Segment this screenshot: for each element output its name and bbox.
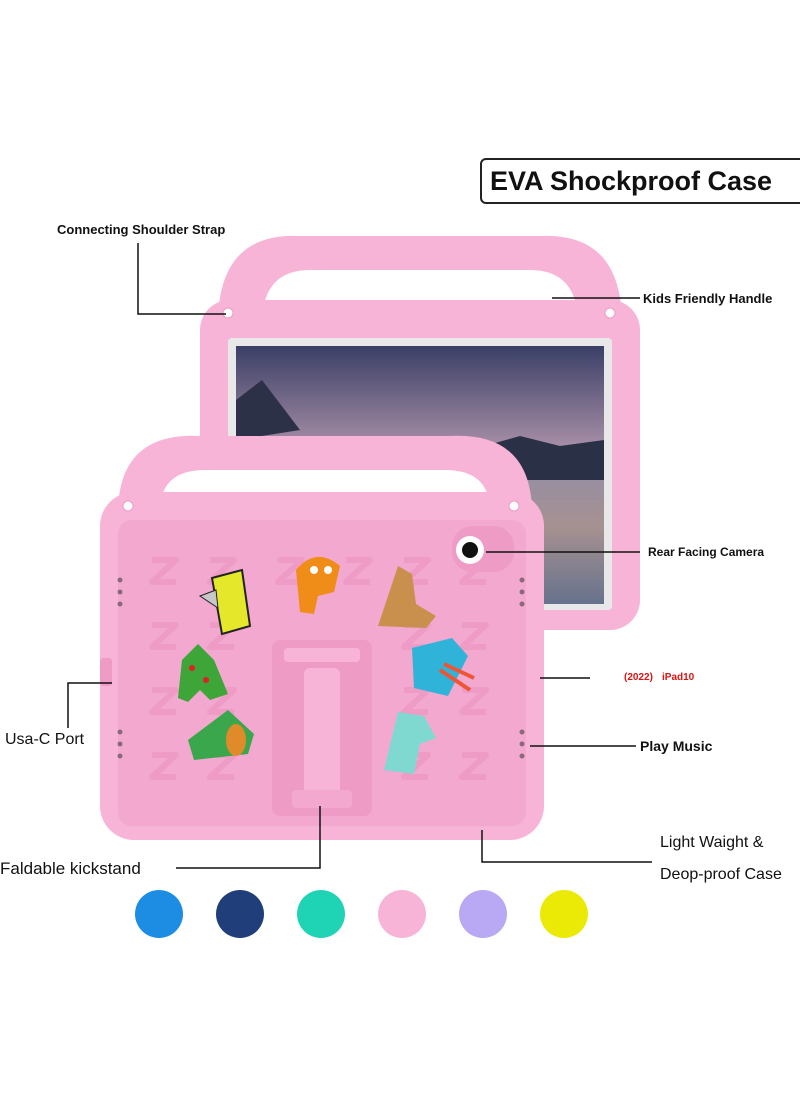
usb-c-port (100, 658, 112, 686)
color-swatch-yellow[interactable] (540, 890, 588, 938)
color-swatch-pink[interactable] (378, 890, 426, 938)
color-swatch-teal[interactable] (297, 890, 345, 938)
animal-letter-decorations (178, 556, 475, 774)
label-shoulder-strap: Connecting Shoulder Strap (57, 222, 226, 237)
label-music: Play Music (640, 738, 713, 754)
label-handle: Kids Friendly Handle (643, 291, 773, 306)
product-title: EVA Shockproof Case (480, 158, 800, 204)
label-kickstand: Faldable kickstand (0, 859, 141, 878)
color-swatch-navy[interactable] (216, 890, 264, 938)
color-swatch-lavender[interactable] (459, 890, 507, 938)
label-port: Usa-C Port (5, 731, 85, 748)
strap-hole-right (604, 307, 616, 319)
color-swatch-blue[interactable] (135, 890, 183, 938)
kickstand (304, 668, 340, 808)
strap-hole-left (222, 307, 234, 319)
label-weight-line1: Light Waight & (660, 834, 764, 851)
back-view-case (100, 435, 544, 840)
label-model-name: iPad10 (662, 672, 695, 683)
label-model-year: (2022) (624, 672, 653, 683)
label-camera: Rear Facing Camera (648, 545, 765, 559)
callout-lines (67, 243, 652, 869)
speaker-holes (117, 577, 525, 759)
label-weight-line2: Deop-proof Case (660, 866, 782, 883)
